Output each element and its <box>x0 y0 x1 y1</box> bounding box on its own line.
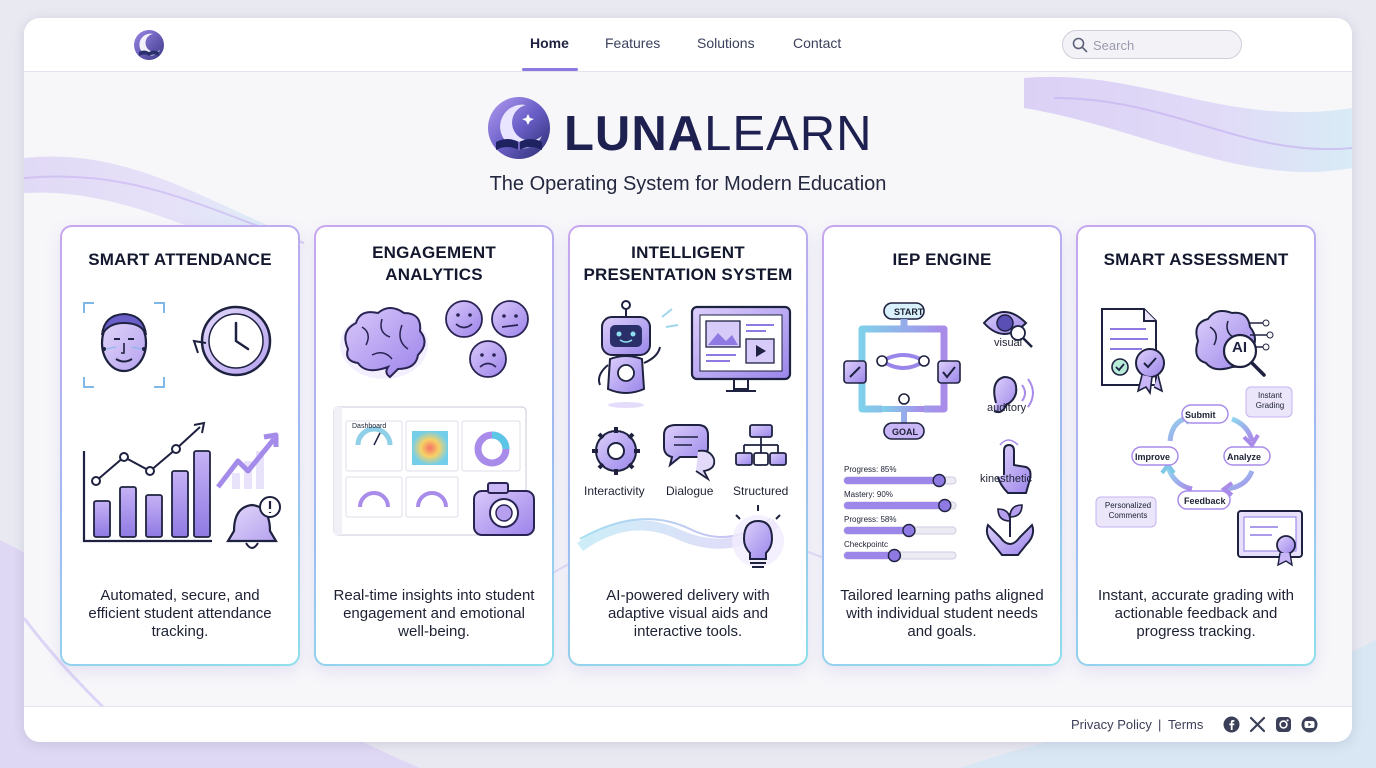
clock-icon <box>192 305 272 377</box>
card-title-line2: ANALYTICS <box>385 265 483 284</box>
growth-bar-chart-icon <box>82 421 212 543</box>
flow-start-label: START <box>894 307 924 317</box>
cycle-submit: Submit <box>1185 410 1216 420</box>
card-smart-assessment[interactable]: SMART ASSESSMENT <box>1076 225 1316 666</box>
card-description: Automated, secure, and efficient student… <box>88 587 272 640</box>
bar-label-3: Checkpointc <box>844 540 889 549</box>
monitor-media-icon <box>690 305 792 392</box>
hand-touch-kinesthetic-icon <box>997 439 1032 494</box>
card-title-line1: ENGAGEMENT <box>372 243 496 262</box>
trend-up-icon <box>216 432 279 489</box>
assessment-cycle-diagram <box>1095 386 1293 528</box>
card-intelligent-presentation[interactable]: INTELLIGENT PRESENTATION SYSTEM <box>568 225 808 666</box>
robot-assistant-icon <box>598 300 679 408</box>
brand-wordmark: LUNALEARN <box>564 106 872 162</box>
card-iep-engine[interactable]: IEP ENGINE <box>822 225 1062 666</box>
card-description: Real-time insights into student engageme… <box>333 587 535 640</box>
label-dialogue: Dialogue <box>666 484 714 498</box>
app-window: Home Features Solutions Contact LUNALEAR… <box>24 18 1352 742</box>
card-description: Tailored learning paths aligned with ind… <box>840 587 1044 640</box>
card-title: SMART ATTENDANCE <box>88 250 272 269</box>
lightbulb-idea-icon <box>732 505 784 568</box>
search-box[interactable] <box>1062 30 1242 59</box>
progress-knob[interactable] <box>902 523 916 538</box>
card-title-line1: INTELLIGENT <box>631 243 745 262</box>
dashboard-title: Dashboard <box>352 423 387 430</box>
nav-features[interactable]: Features <box>605 35 661 51</box>
flow-goal-label: GOAL <box>892 427 918 437</box>
learning-path-flow-icon <box>843 302 961 440</box>
search-input[interactable] <box>1093 35 1233 55</box>
top-nav: Home Features Solutions Contact <box>24 18 1352 72</box>
certificate-icon <box>1237 510 1303 567</box>
tag-instant-grading: Instant Grading <box>1255 391 1285 410</box>
ai-brain-analysis-icon <box>1195 310 1274 377</box>
mode-kinesthetic: kinesthetic <box>980 473 1032 485</box>
eye-visual-icon <box>982 311 1033 348</box>
progress-fill <box>844 527 909 534</box>
structure-hierarchy-icon <box>735 424 787 466</box>
x-icon[interactable] <box>1249 716 1266 733</box>
face-scan-icon <box>83 302 165 388</box>
notification-bell-icon <box>226 496 281 549</box>
label-structured: Structured <box>733 484 789 498</box>
emotion-faces-icon <box>445 300 529 378</box>
bar-label-2: Progress: 58% <box>844 515 897 524</box>
dialogue-bubbles-icon <box>663 424 716 482</box>
attendance-illustration <box>82 302 281 549</box>
card-title: SMART ASSESSMENT <box>1103 250 1289 269</box>
progress-fill <box>844 552 895 559</box>
camera-icon <box>473 482 535 536</box>
active-tab-indicator <box>522 68 578 71</box>
nav-home[interactable]: Home <box>530 35 569 51</box>
footer-separator: | <box>1158 717 1162 732</box>
card-title-line2: PRESENTATION SYSTEM <box>583 265 793 284</box>
progress-bars <box>843 473 957 563</box>
lunalearn-logo-icon[interactable] <box>132 28 166 62</box>
mode-auditory: auditory <box>987 402 1027 414</box>
nav-contact[interactable]: Contact <box>793 35 842 51</box>
card-engagement-analytics[interactable]: ENGAGEMENT ANALYTICS <box>314 225 554 666</box>
lunalearn-moon-book-icon <box>488 97 550 159</box>
terms-link[interactable]: Terms <box>1168 717 1204 732</box>
graded-document-icon <box>1101 308 1165 396</box>
card-description: AI-powered delivery with adaptive visual… <box>606 587 770 640</box>
assessment-illustration <box>1095 308 1303 567</box>
iep-illustration <box>843 302 1035 563</box>
footer: Privacy Policy | Terms <box>24 706 1352 742</box>
bar-label-1: Mastery: 90% <box>844 490 893 499</box>
progress-fill <box>844 502 945 509</box>
card-smart-attendance[interactable]: SMART ATTENDANCE <box>60 225 300 666</box>
brand-name-light: LEARN <box>704 107 873 161</box>
brand-name-bold: LUNA <box>564 107 705 161</box>
hero-brand: LUNALEARN <box>486 96 886 166</box>
cycle-improve: Improve <box>1135 452 1171 462</box>
ai-label: AI <box>1232 339 1247 356</box>
engagement-illustration <box>333 300 535 536</box>
cycle-feedback: Feedback <box>1184 496 1226 506</box>
privacy-policy-link[interactable]: Privacy Policy <box>1071 717 1152 732</box>
tag-personalized-comments: Personalized Comments <box>1104 501 1152 520</box>
gear-icon <box>592 427 640 475</box>
search-icon <box>1072 37 1088 53</box>
progress-fill <box>844 477 940 484</box>
mode-visual: visual <box>994 337 1023 349</box>
card-title: IEP ENGINE <box>892 250 992 269</box>
youtube-icon[interactable] <box>1301 716 1318 733</box>
label-interactivity: Interactivity <box>584 484 645 498</box>
facebook-icon[interactable] <box>1223 716 1240 733</box>
bar-label-0: Progress: 85% <box>844 465 897 474</box>
progress-knob[interactable] <box>932 473 946 488</box>
progress-knob[interactable] <box>938 498 952 513</box>
presentation-illustration <box>577 300 792 568</box>
instagram-icon[interactable] <box>1275 716 1292 733</box>
growth-hands-icon <box>985 504 1035 556</box>
ear-auditory-icon <box>993 375 1034 414</box>
brain-icon <box>340 307 428 379</box>
cycle-analyze: Analyze <box>1227 452 1262 462</box>
card-description: Instant, accurate grading with actionabl… <box>1098 587 1294 640</box>
nav-solutions[interactable]: Solutions <box>697 35 755 51</box>
brand-tagline: The Operating System for Modern Educatio… <box>489 173 887 195</box>
progress-knob[interactable] <box>887 548 902 563</box>
